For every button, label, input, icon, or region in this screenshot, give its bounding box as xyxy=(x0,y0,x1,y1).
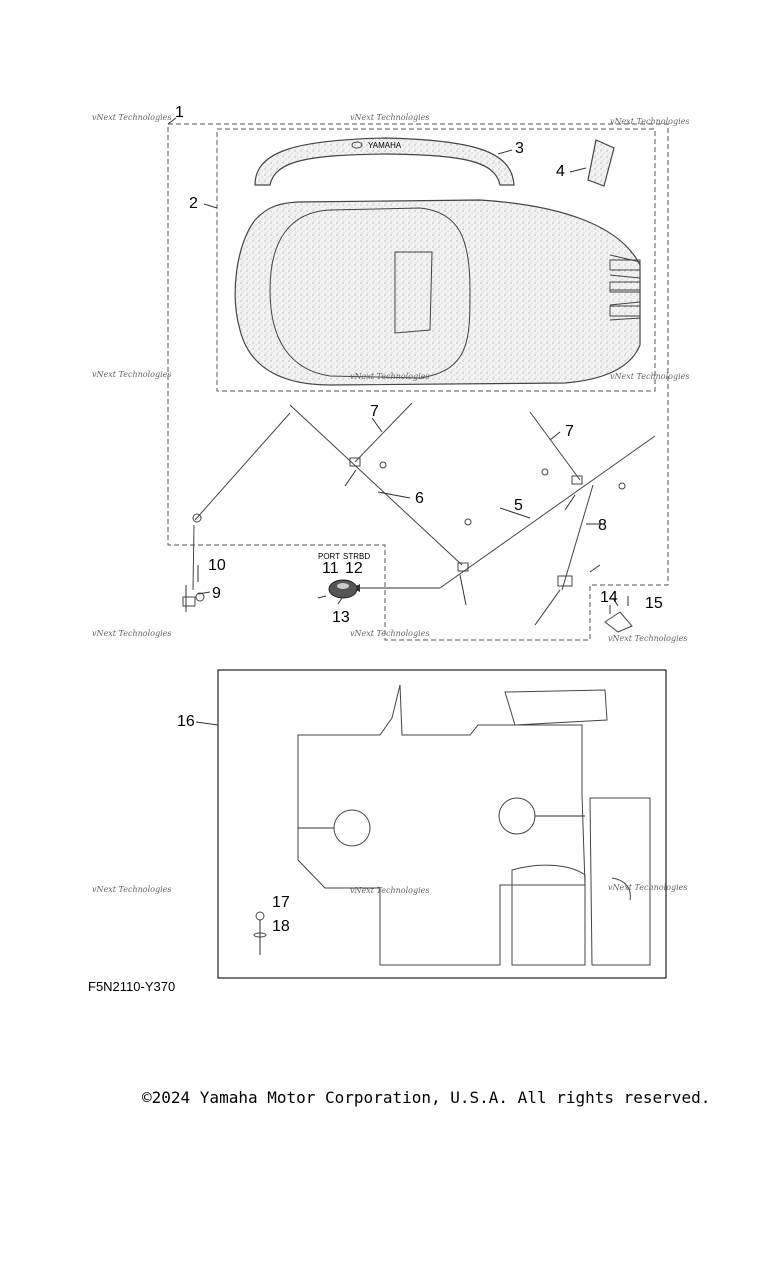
callout-11: 11 xyxy=(322,560,339,577)
watermark-7: vNext Technologies xyxy=(92,629,171,638)
callout-13: 13 xyxy=(332,609,350,626)
floor-mat xyxy=(297,684,651,966)
watermark-5: vNext Technologies xyxy=(350,372,429,381)
callout-8: 8 xyxy=(598,517,607,534)
callout-6: 6 xyxy=(415,490,424,507)
pole-mount xyxy=(317,579,358,605)
callout-5: 5 xyxy=(514,497,523,514)
watermark-8: vNext Technologies xyxy=(350,629,429,638)
callout-14: 14 xyxy=(600,589,618,606)
callout-12: 12 xyxy=(345,560,363,577)
watermark-12: vNext Technologies xyxy=(608,883,687,892)
watermark-3: vNext Technologies xyxy=(610,117,689,126)
callout-16: 16 xyxy=(177,713,195,730)
watermark-1: vNext Technologies xyxy=(92,113,171,122)
mat-kit-box xyxy=(217,669,667,979)
watermark-9: vNext Technologies xyxy=(608,634,687,643)
watermark-4: vNext Technologies xyxy=(92,370,171,379)
clip-hardware xyxy=(182,513,205,612)
callout-15: 15 xyxy=(645,595,663,612)
callout-17: 17 xyxy=(272,894,290,911)
callout-4: 4 xyxy=(556,163,565,180)
callout-1: 1 xyxy=(175,104,184,121)
watermarks: vNext Technologies vNext Technologies vN… xyxy=(92,113,689,895)
callout-2: 2 xyxy=(189,195,198,212)
watercraft-cover xyxy=(234,199,641,386)
cover-brand-label: YAMAHA xyxy=(368,141,402,150)
strbd-label: STRBD xyxy=(343,552,370,561)
leader-lines xyxy=(167,117,619,726)
port-label: PORT xyxy=(318,552,340,561)
side-bracket xyxy=(604,596,633,633)
watermark-2: vNext Technologies xyxy=(350,113,429,122)
callout-18: 18 xyxy=(272,918,290,935)
watermark-11: vNext Technologies xyxy=(350,886,429,895)
callout-3: 3 xyxy=(515,140,524,157)
callout-9: 9 xyxy=(212,585,221,602)
copyright-notice: ©2024 Yamaha Motor Corporation, U.S.A. A… xyxy=(142,1088,711,1107)
diagram-code: F5N2110-Y370 xyxy=(88,979,175,994)
callout-10: 10 xyxy=(208,557,226,574)
assembly-outline xyxy=(167,123,669,641)
label-tag xyxy=(587,139,615,187)
cover-group-outline xyxy=(216,128,656,392)
callout-7-right: 7 xyxy=(565,423,574,440)
support-poles xyxy=(192,402,656,626)
cover-strap: YAMAHA xyxy=(254,137,515,186)
mat-fastener xyxy=(253,911,267,955)
watermark-6: vNext Technologies xyxy=(610,372,689,381)
watermark-10: vNext Technologies xyxy=(92,885,171,894)
callout-7-left: 7 xyxy=(370,403,379,420)
